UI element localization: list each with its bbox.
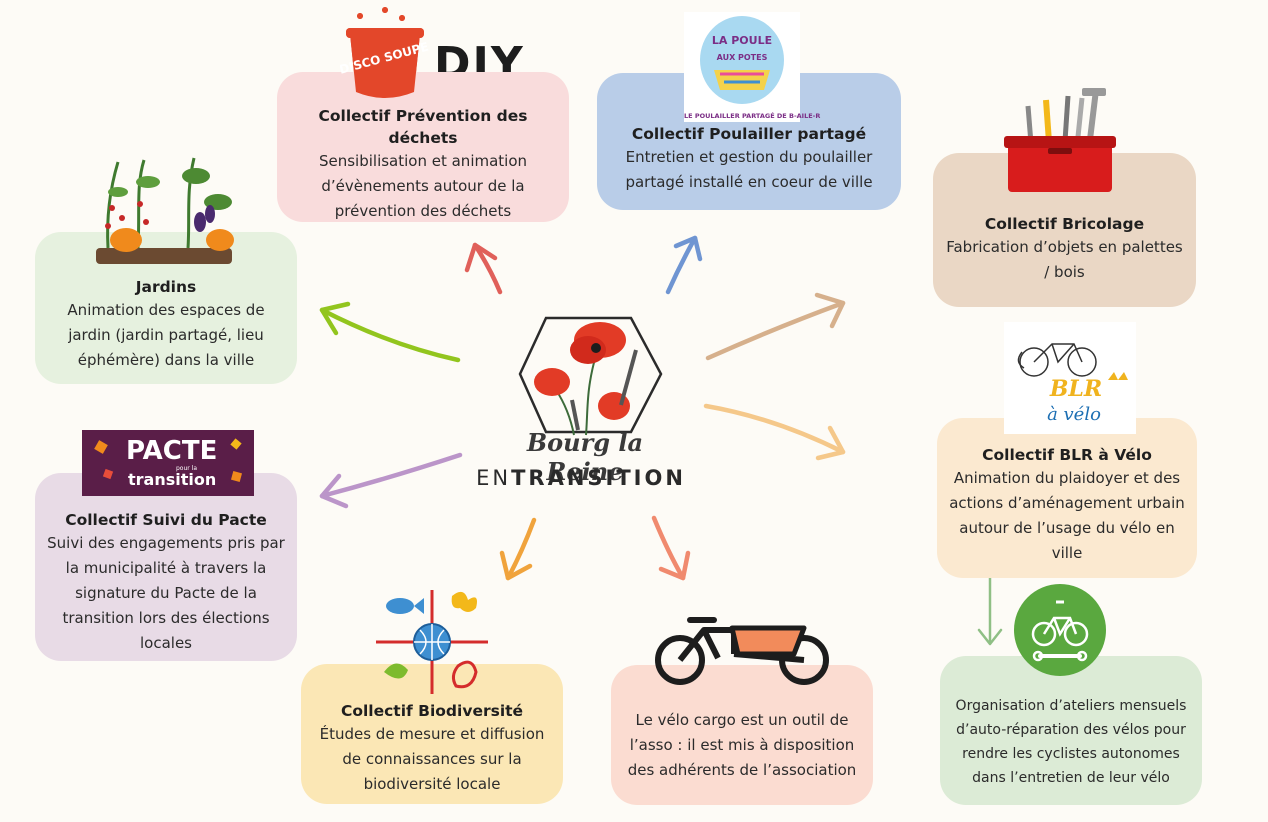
card-poulailler-title: Collectif Poulailler partagé bbox=[631, 124, 867, 143]
card-pacte-desc: Suivi des engagements pris par la munici… bbox=[47, 533, 285, 652]
card-biodiversite-desc: Études de mesure et diffusion de connais… bbox=[319, 724, 545, 793]
card-dechets-desc: Sensibilisation et animation d’évènement… bbox=[318, 151, 528, 220]
arrow-to-cargo bbox=[651, 515, 691, 581]
card-dechets: Collectif Prévention des déchets Sensibi… bbox=[277, 72, 569, 222]
card-cargo: Le vélo cargo est un outil de l’asso : i… bbox=[611, 665, 873, 805]
arrow-to-ateliers bbox=[977, 564, 1003, 646]
cargo-bike-icon bbox=[655, 617, 829, 685]
arrow-to-poulailler bbox=[665, 235, 703, 295]
center-title: Bourg la Reine bbox=[526, 428, 644, 486]
svg-text:BLR: BLR bbox=[1049, 376, 1102, 402]
arrow-to-velo bbox=[703, 403, 846, 461]
pacte-accent-icon bbox=[230, 438, 242, 450]
card-bricolage-title: Collectif Bricolage bbox=[984, 215, 1145, 233]
pacte-logo: PACTE pour la transition bbox=[82, 430, 254, 496]
card-dechets-title: Collectif Prévention des déchets bbox=[318, 106, 528, 147]
card-cargo-desc: Le vélo cargo est un outil de l’asso : i… bbox=[627, 710, 857, 779]
arrow-to-biodiversite bbox=[499, 517, 537, 581]
card-velo-title: Collectif BLR à Vélo bbox=[982, 446, 1152, 464]
garden-illustration-icon bbox=[96, 157, 234, 264]
card-jardins-title: Jardins bbox=[135, 277, 197, 296]
card-poulailler-desc: Entretien et gestion du poulailler parta… bbox=[625, 147, 873, 191]
pacte-accent-icon bbox=[230, 470, 243, 483]
svg-text:LA POULE: LA POULE bbox=[712, 34, 772, 47]
card-bricolage-desc: Fabrication d’objets en palettes / bois bbox=[946, 238, 1183, 281]
card-bricolage: Collectif Bricolage Fabrication d’objets… bbox=[933, 153, 1196, 307]
pacte-logo-big: PACTE bbox=[126, 436, 218, 466]
card-biodiversite-title: Collectif Biodiversité bbox=[340, 701, 524, 720]
pacte-accent-icon bbox=[102, 468, 114, 480]
pacte-logo-small: transition bbox=[128, 470, 217, 489]
card-jardins-desc: Animation des espaces de jardin (jardin … bbox=[67, 300, 265, 369]
bike-repair-icon bbox=[1014, 584, 1106, 676]
card-pacte: Collectif Suivi du Pacte Suivi des engag… bbox=[35, 473, 297, 661]
card-biodiversite: Collectif Biodiversité Études de mesure … bbox=[301, 664, 563, 804]
card-velo: Collectif BLR à Vélo Animation du plaido… bbox=[937, 418, 1197, 578]
poule-caption: LE POULAILLER PARTAGÉ DE B-AILE-R bbox=[684, 112, 821, 120]
card-ateliers-desc: Organisation d’ateliers mensuels d’auto-… bbox=[955, 697, 1187, 786]
blr-velo-logo: BLR à vélo bbox=[1004, 322, 1136, 434]
toolbox-icon bbox=[1004, 88, 1116, 192]
center-subtitle: ENTRANSITION bbox=[476, 466, 686, 490]
poppy-hexagon-icon bbox=[518, 316, 663, 436]
card-pacte-title: Collectif Suivi du Pacte bbox=[65, 510, 267, 529]
arrow-to-jardins bbox=[319, 301, 461, 363]
arrow-to-pacte bbox=[319, 452, 463, 509]
disco-soupe-logo-front: DISCO SOUPE bbox=[340, 7, 430, 98]
poule-logo: LA POULE AUX POTES LE POULAILLER PARTAGÉ… bbox=[684, 12, 821, 122]
arrow-to-bricolage bbox=[705, 292, 846, 361]
pacte-logo-tiny: pour la bbox=[176, 465, 197, 472]
arrow-to-dechets bbox=[464, 242, 503, 295]
bicycle-sketch-icon: BLR à vélo bbox=[1017, 343, 1128, 425]
card-ateliers: Organisation d’ateliers mensuels d’auto-… bbox=[940, 656, 1202, 805]
biodiversity-icon bbox=[376, 590, 488, 694]
svg-text:à vélo: à vélo bbox=[1047, 404, 1101, 425]
pacte-accent-icon bbox=[94, 440, 108, 454]
card-velo-desc: Animation du plaidoyer et des actions d’… bbox=[949, 469, 1185, 562]
svg-text:AUX POTES: AUX POTES bbox=[717, 53, 768, 62]
egg-icon: LA POULE AUX POTES bbox=[700, 16, 784, 104]
